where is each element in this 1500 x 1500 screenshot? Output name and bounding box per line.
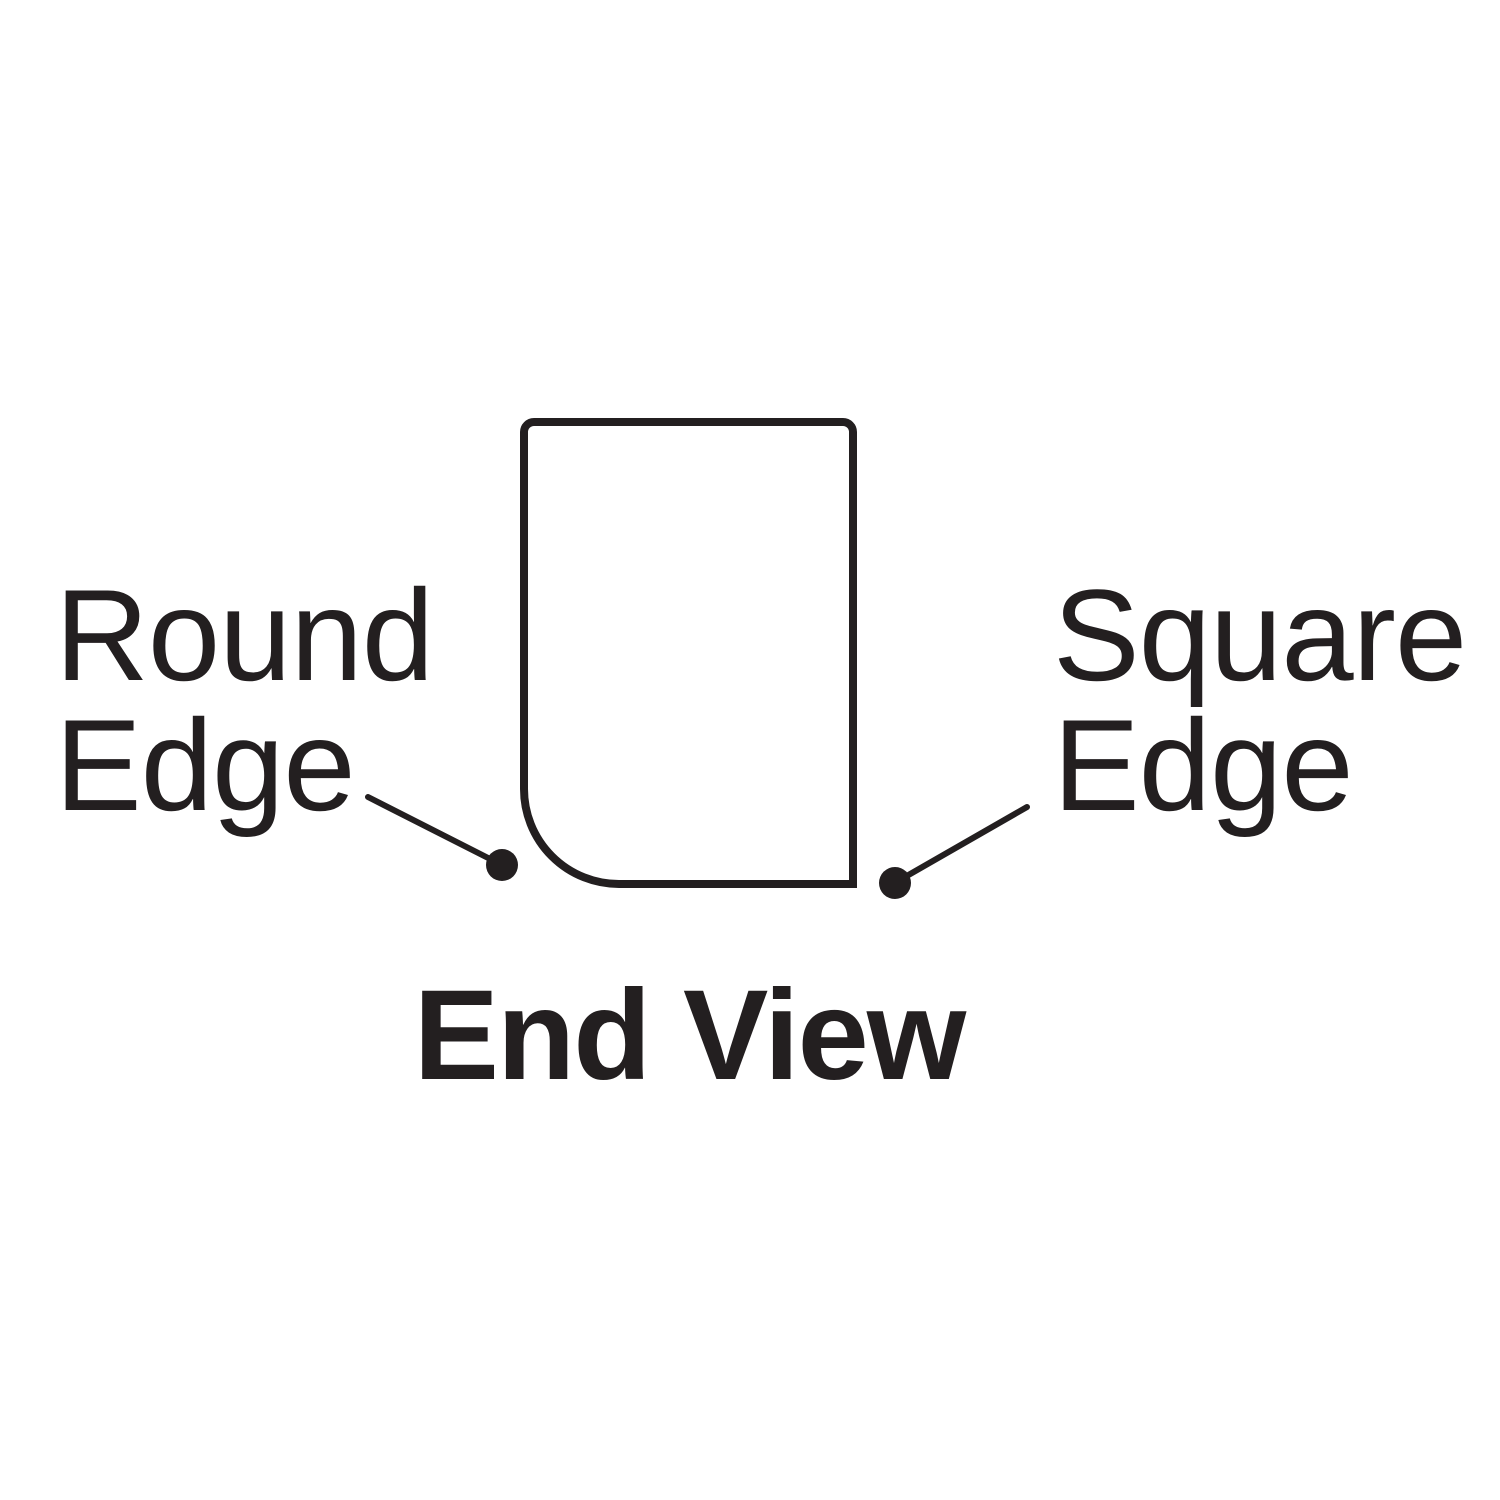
square-edge-leader-line [895,804,1030,884]
board-profile-outline [520,418,857,888]
round-edge-label: Round Edge [55,562,434,838]
round-edge-leader-dot [486,849,518,881]
round-edge-leader-line [365,794,501,866]
square-edge-leader-dot [879,867,911,899]
square-edge-label: Square Edge [1053,562,1467,838]
diagram-title: End View [413,964,967,1107]
